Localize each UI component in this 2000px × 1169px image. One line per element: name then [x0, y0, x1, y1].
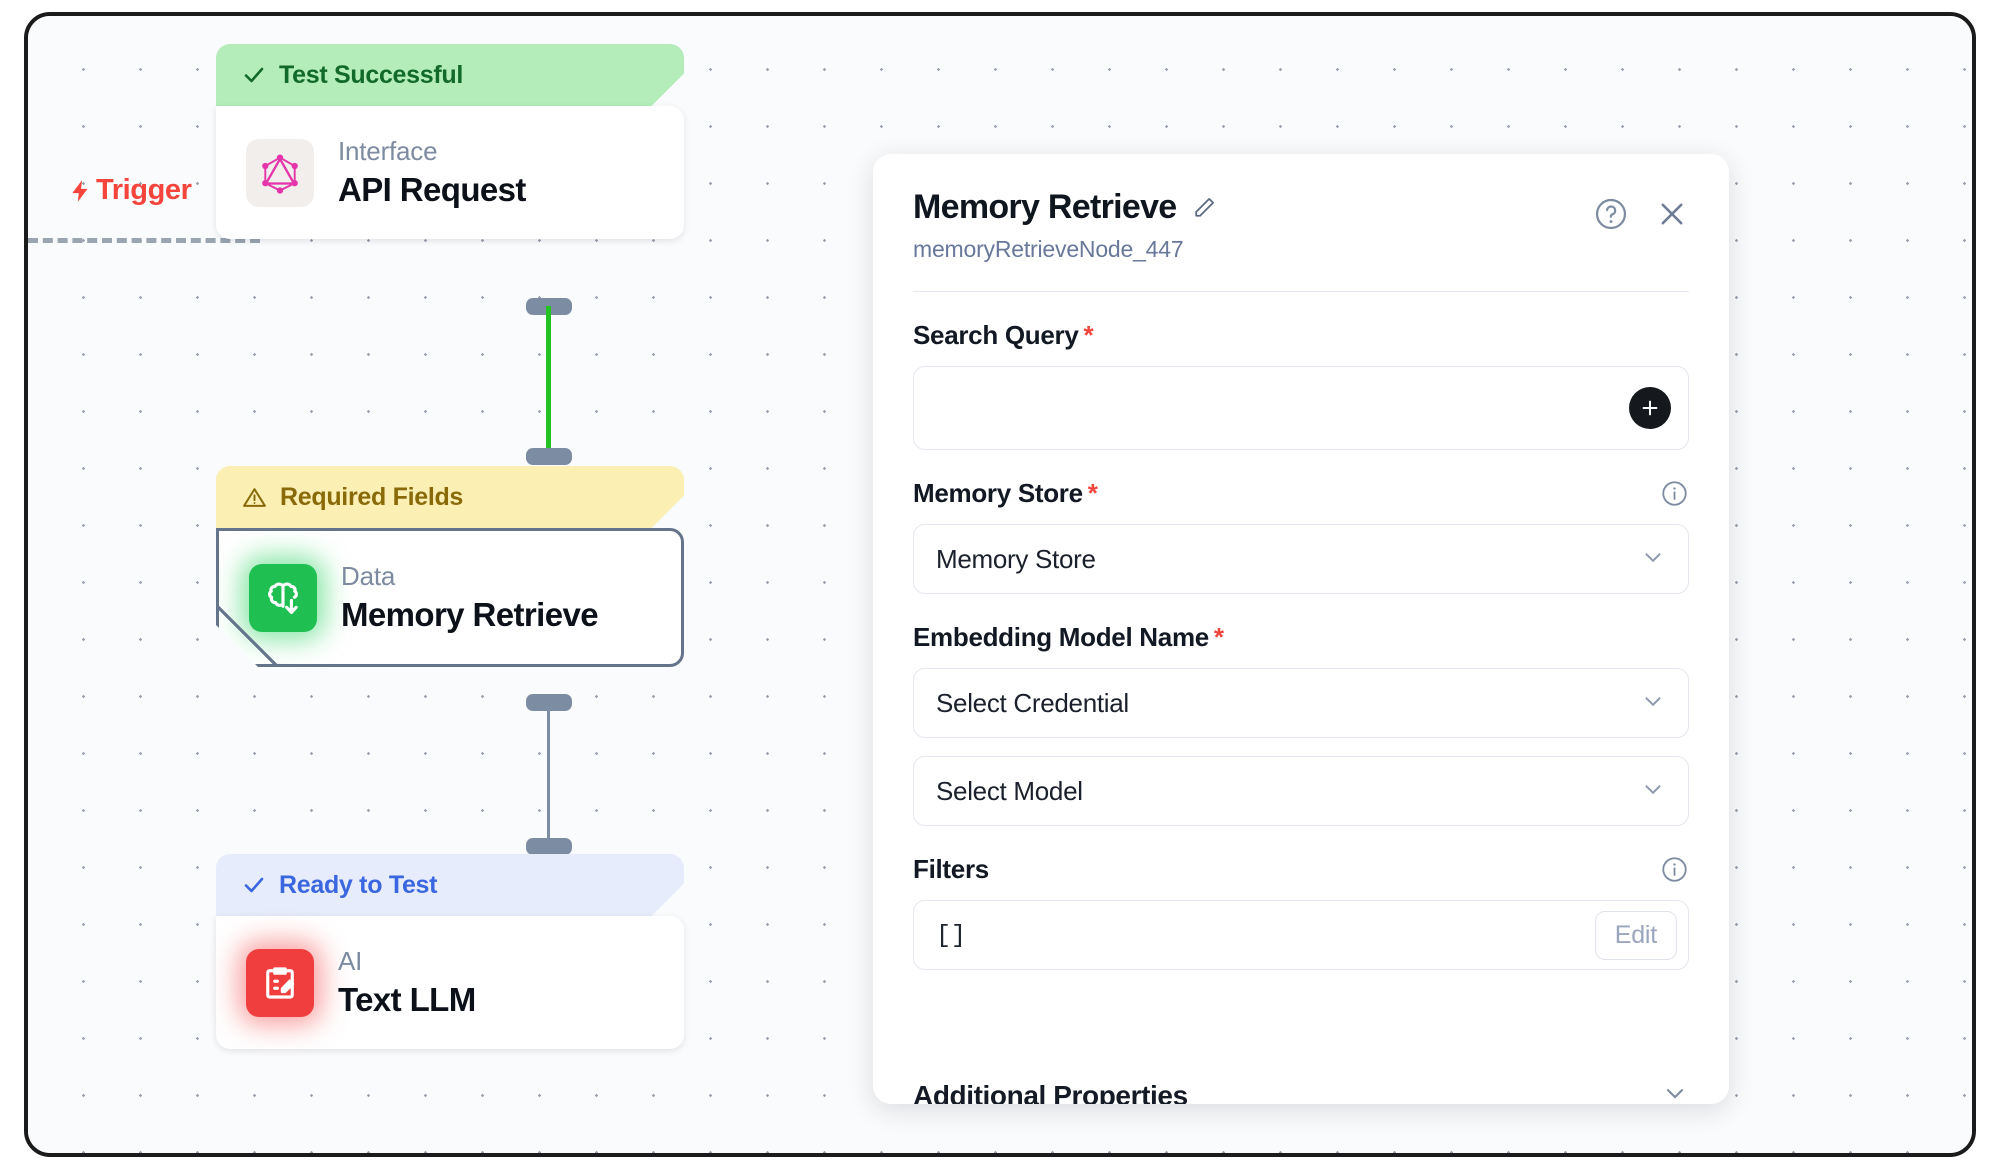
- node-status-banner-success: Test Successful: [216, 44, 684, 106]
- search-query-input[interactable]: [913, 366, 1689, 450]
- connector-line-active: [546, 306, 551, 452]
- node-card-memory-retrieve[interactable]: Data Memory Retrieve: [216, 528, 684, 667]
- additional-properties-label: Additional Properties: [913, 1079, 1188, 1105]
- node-kind-label: Interface: [338, 136, 438, 166]
- node-card-api-request[interactable]: Interface API Request: [216, 106, 684, 239]
- check-icon: [242, 873, 266, 897]
- node-memory-retrieve[interactable]: Required Fields Data Memory Retrieve: [216, 466, 684, 667]
- chevron-down-icon[interactable]: [1661, 1079, 1689, 1104]
- node-status-label: Test Successful: [279, 60, 464, 89]
- connector-handle-target[interactable]: [526, 838, 572, 855]
- filters-input[interactable]: [] Edit: [913, 900, 1689, 970]
- search-query-label: Search Query: [913, 320, 1079, 350]
- brain-download-icon: [249, 564, 317, 632]
- panel-title: Memory Retrieve: [913, 188, 1177, 226]
- chevron-down-icon: [1640, 688, 1666, 719]
- trigger-label: Trigger: [68, 174, 192, 207]
- info-circle-icon[interactable]: [1660, 855, 1689, 884]
- graphql-icon: [246, 138, 314, 207]
- info-circle-icon[interactable]: [1660, 479, 1689, 508]
- trigger-label-text: Trigger: [96, 174, 192, 206]
- node-kind-label: AI: [338, 946, 363, 976]
- node-title-label: API Request: [338, 171, 526, 208]
- help-circle-icon[interactable]: [1593, 196, 1629, 232]
- plus-icon[interactable]: [1629, 387, 1671, 429]
- warning-triangle-icon: [242, 485, 267, 510]
- field-label: Embedding Model Name*: [913, 622, 1224, 653]
- panel-divider: [913, 291, 1689, 292]
- embedding-model-name-label: Embedding Model Name: [913, 622, 1209, 652]
- node-status-label: Ready to Test: [279, 870, 438, 899]
- chevron-down-icon: [1640, 544, 1666, 575]
- filters-value: []: [936, 920, 967, 950]
- memory-store-label: Memory Store: [913, 478, 1083, 508]
- model-select[interactable]: Select Model: [913, 756, 1689, 826]
- credential-select[interactable]: Select Credential: [913, 668, 1689, 738]
- node-status-banner-warning: Required Fields: [216, 466, 684, 528]
- field-label: Memory Store*: [913, 478, 1098, 509]
- close-icon[interactable]: [1655, 197, 1689, 231]
- app-window: Trigger Test Successful: [24, 12, 1976, 1157]
- field-filters: Filters [] Edit: [913, 854, 1689, 970]
- memory-store-select[interactable]: Memory Store: [913, 524, 1689, 594]
- chevron-down-icon: [1640, 776, 1666, 807]
- field-embedding-model-name: Embedding Model Name* Select Credential …: [913, 622, 1689, 826]
- node-status-label: Required Fields: [280, 482, 464, 511]
- field-search-query: Search Query*: [913, 320, 1689, 450]
- lightning-bolt-icon: [68, 176, 94, 206]
- panel-subtitle: memoryRetrieveNode_447: [913, 236, 1184, 262]
- trigger-dashed-line: [28, 238, 260, 243]
- node-api-request[interactable]: Test Successful Interfa: [216, 44, 684, 239]
- field-memory-store: Memory Store* Memory Store: [913, 478, 1689, 594]
- connector-handle-target[interactable]: [526, 448, 572, 465]
- node-status-banner-ready: Ready to Test: [216, 854, 684, 916]
- connector-line-idle: [547, 702, 550, 842]
- node-properties-panel: Memory Retrieve memoryRetrieveNode_447: [873, 154, 1729, 1104]
- panel-header: Memory Retrieve memoryRetrieveNode_447: [913, 188, 1689, 263]
- memory-store-value: Memory Store: [936, 543, 1096, 574]
- node-kind-label: Data: [341, 561, 396, 591]
- required-asterisk: *: [1083, 320, 1094, 350]
- required-asterisk: *: [1213, 622, 1224, 652]
- additional-properties-section[interactable]: Additional Properties: [913, 1079, 1689, 1104]
- required-asterisk: *: [1087, 478, 1098, 508]
- model-value: Select Model: [936, 775, 1083, 806]
- pencil-icon[interactable]: [1191, 195, 1217, 221]
- credential-value: Select Credential: [936, 687, 1129, 718]
- node-title-label: Text LLM: [338, 981, 476, 1018]
- filters-label: Filters: [913, 854, 989, 884]
- node-text-llm[interactable]: Ready to Test AI Text LLM: [216, 854, 684, 1049]
- clipboard-edit-icon: [246, 948, 314, 1017]
- field-label: Search Query*: [913, 320, 1094, 351]
- node-title-label: Memory Retrieve: [341, 596, 598, 633]
- check-icon: [242, 63, 266, 87]
- filters-edit-button[interactable]: Edit: [1594, 910, 1677, 960]
- node-card-text-llm[interactable]: AI Text LLM: [216, 916, 684, 1049]
